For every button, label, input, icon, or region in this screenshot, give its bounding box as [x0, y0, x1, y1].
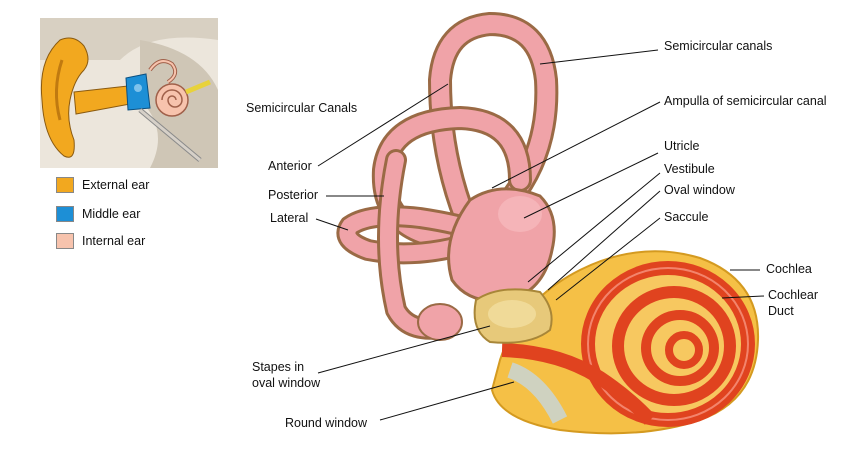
label-vestibule: Vestibule: [664, 162, 715, 176]
label-ampulla: Ampulla of semicircular canal: [664, 94, 827, 108]
cochlea-icon: [490, 250, 760, 435]
label-saccule: Saccule: [664, 210, 709, 224]
ear-inset-icon: [40, 18, 218, 168]
legend-item-middle-ear: Middle ear: [56, 205, 140, 223]
label-stapes-line2: oval window: [252, 376, 321, 390]
label-cochlear-duct-line2: Duct: [768, 304, 794, 318]
semicircular-canals-icon: [336, 11, 559, 344]
legend-item-internal-ear: Internal ear: [56, 232, 145, 250]
legend-item-external-ear: External ear: [56, 176, 149, 194]
label-lateral: Lateral: [270, 211, 309, 225]
label-anterior: Anterior: [268, 159, 312, 173]
label-utricle: Utricle: [664, 139, 700, 153]
legend-swatch: [56, 206, 74, 222]
label-oval-window: Oval window: [664, 183, 735, 197]
label-stapes-line1: Stapes in: [252, 360, 305, 374]
legend-label: Middle ear: [82, 207, 141, 221]
label-cochlea: Cochlea: [766, 262, 812, 276]
legend-swatch: [56, 177, 74, 193]
label-round-window: Round window: [285, 416, 367, 430]
legend-label: External ear: [82, 178, 150, 192]
label-semicircular-canals: Semicircular canals: [664, 39, 773, 53]
label-cochlear-duct-line1: Cochlear: [768, 288, 819, 302]
leader-lines: [315, 49, 765, 421]
label-semicircular-canals-header: Semicircular Canals: [246, 101, 358, 115]
legend-swatch: [56, 233, 74, 249]
label-posterior: Posterior: [268, 188, 319, 202]
legend-label: Internal ear: [82, 234, 146, 248]
